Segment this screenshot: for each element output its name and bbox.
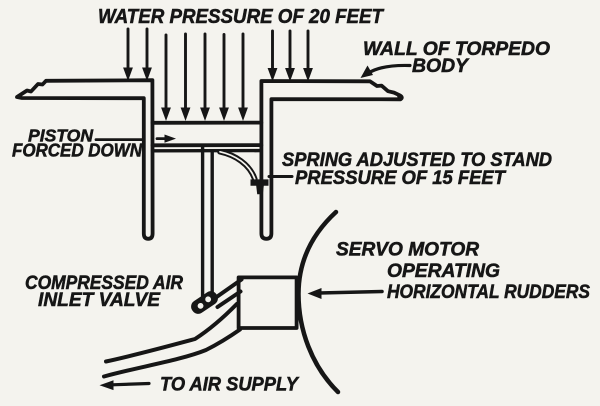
svg-text:HORIZONTAL RUDDERS: HORIZONTAL RUDDERS xyxy=(387,282,590,303)
svg-text:FORCED DOWN: FORCED DOWN xyxy=(12,141,143,161)
svg-text:BODY: BODY xyxy=(412,56,470,77)
svg-text:INLET VALVE: INLET VALVE xyxy=(38,290,161,311)
svg-text:COMPRESSED AIR: COMPRESSED AIR xyxy=(25,273,183,294)
svg-text:WALL OF TORPEDO: WALL OF TORPEDO xyxy=(363,39,550,60)
svg-text:WATER PRESSURE OF 20 FEET: WATER PRESSURE OF 20 FEET xyxy=(98,6,385,28)
svg-text:OPERATING: OPERATING xyxy=(387,261,500,282)
svg-text:PRESSURE OF 15 FEET: PRESSURE OF 15 FEET xyxy=(295,168,506,189)
svg-text:SPRING ADJUSTED TO STAND: SPRING ADJUSTED TO STAND xyxy=(282,150,552,171)
svg-text:PISTON: PISTON xyxy=(28,126,93,146)
svg-text:TO AIR SUPPLY: TO AIR SUPPLY xyxy=(160,374,300,396)
svg-text:SERVO MOTOR: SERVO MOTOR xyxy=(336,240,479,261)
